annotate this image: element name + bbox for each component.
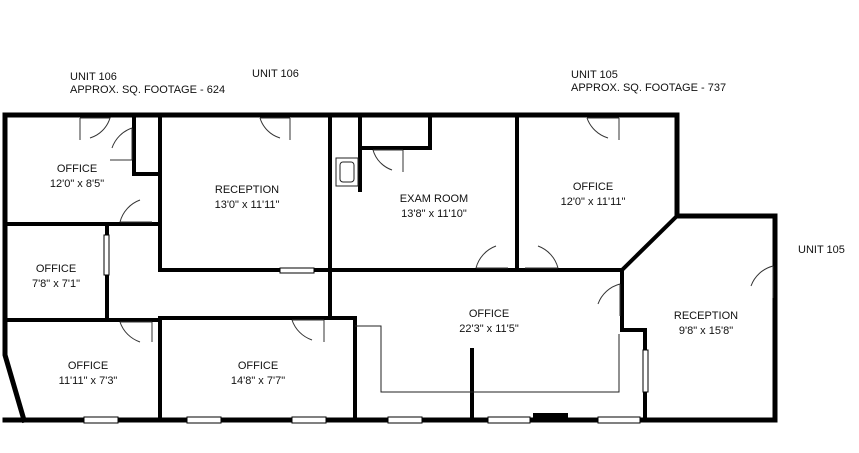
room-office-e-name: OFFICE bbox=[68, 360, 108, 372]
room-office-e-dims: 11'11" x 7'3" bbox=[59, 375, 118, 387]
room-reception-a-name: RECEPTION bbox=[215, 184, 279, 196]
room-office-b-name: OFFICE bbox=[573, 181, 613, 193]
unit-105-side-label: UNIT 105 bbox=[798, 244, 845, 256]
exterior-wall bbox=[2, 112, 778, 423]
unit-106-title: UNIT 106 bbox=[70, 71, 117, 83]
room-office-a-name: OFFICE bbox=[57, 163, 97, 175]
sink-fixture bbox=[335, 157, 359, 187]
unit-106-sqft: APPROX. SQ. FOOTAGE - 624 bbox=[70, 84, 225, 96]
doors bbox=[79, 117, 774, 343]
room-office-c-dims: 7'8" x 7'1" bbox=[32, 278, 80, 290]
room-office-a-dims: 12'0" x 8'5" bbox=[50, 178, 104, 190]
unit-106-center-label: UNIT 106 bbox=[252, 68, 299, 80]
room-office-f-name: OFFICE bbox=[238, 360, 278, 372]
room-exam-room-name: EXAM ROOM bbox=[400, 193, 468, 205]
room-office-d-name: OFFICE bbox=[469, 308, 509, 320]
room-exam-room-dims: 13'8" x 11'10" bbox=[401, 208, 467, 220]
room-office-c-name: OFFICE bbox=[36, 263, 76, 275]
windows bbox=[83, 234, 649, 424]
room-office-f-dims: 14'8" x 7'7" bbox=[231, 375, 285, 387]
exterior-wall-left bbox=[2, 112, 28, 424]
room-reception-b-name: RECEPTION bbox=[674, 310, 738, 322]
room-labels: OFFICE 12'0" x 8'5" RECEPTION 13'0" x 11… bbox=[32, 163, 738, 387]
unit-105-sqft: APPROX. SQ. FOOTAGE - 737 bbox=[571, 82, 726, 94]
unit-105-title: UNIT 105 bbox=[571, 69, 618, 81]
room-office-d-dims: 22'3" x 11'5" bbox=[459, 323, 519, 335]
room-reception-a-dims: 13'0" x 11'11" bbox=[215, 199, 280, 211]
room-office-b-dims: 12'0" x 11'11" bbox=[561, 196, 626, 208]
interior-walls bbox=[3, 113, 680, 422]
counter-outline bbox=[355, 325, 620, 393]
room-reception-b-dims: 9'8" x 15'8" bbox=[679, 325, 733, 337]
